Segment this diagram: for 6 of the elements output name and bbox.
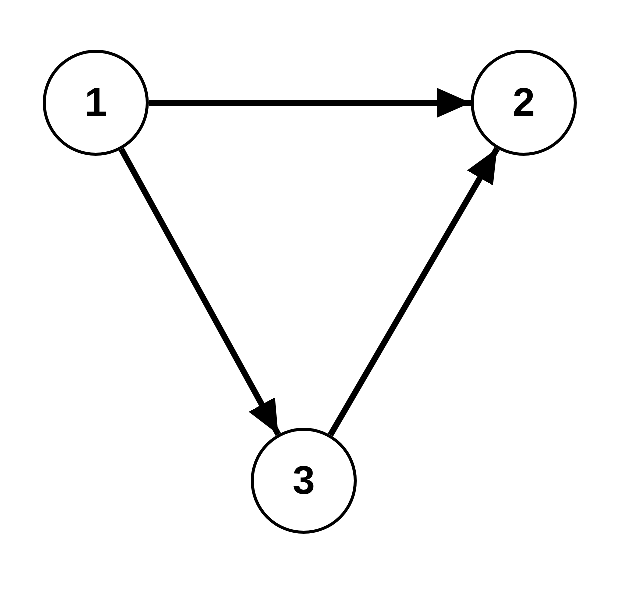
arrow xyxy=(328,147,500,437)
node-label: 2 xyxy=(512,80,536,126)
node-label: 3 xyxy=(292,458,316,504)
arrow xyxy=(118,148,282,436)
node-label: 1 xyxy=(84,80,108,126)
arrow xyxy=(149,88,471,118)
